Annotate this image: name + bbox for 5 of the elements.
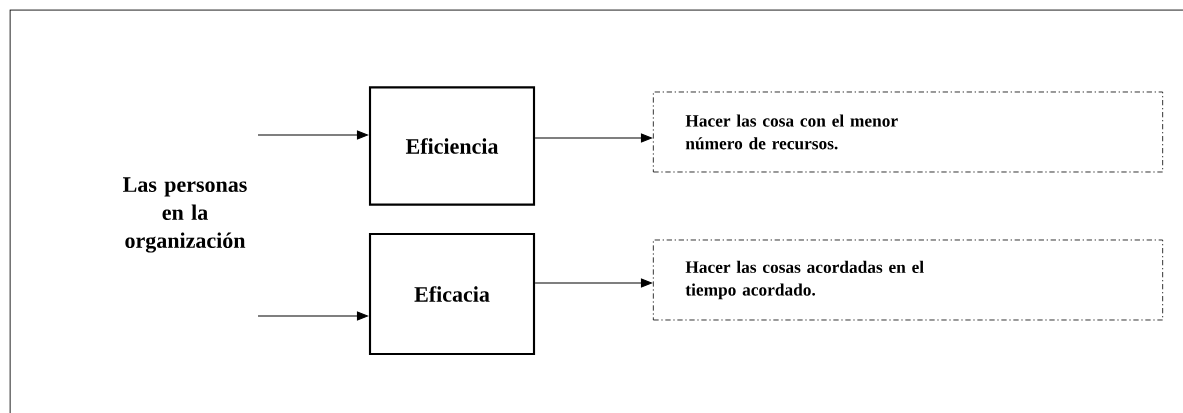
process-box: Eficacia (368, 232, 536, 356)
label-text: Las personas en la organización (123, 177, 247, 253)
note-box: Hacer las cosa con el menor número de recursos. (652, 91, 1164, 173)
process-box: Eficiencia (368, 86, 536, 206)
note-box: Hacer las cosas acordadas en el tiempo acordado. (652, 239, 1164, 321)
